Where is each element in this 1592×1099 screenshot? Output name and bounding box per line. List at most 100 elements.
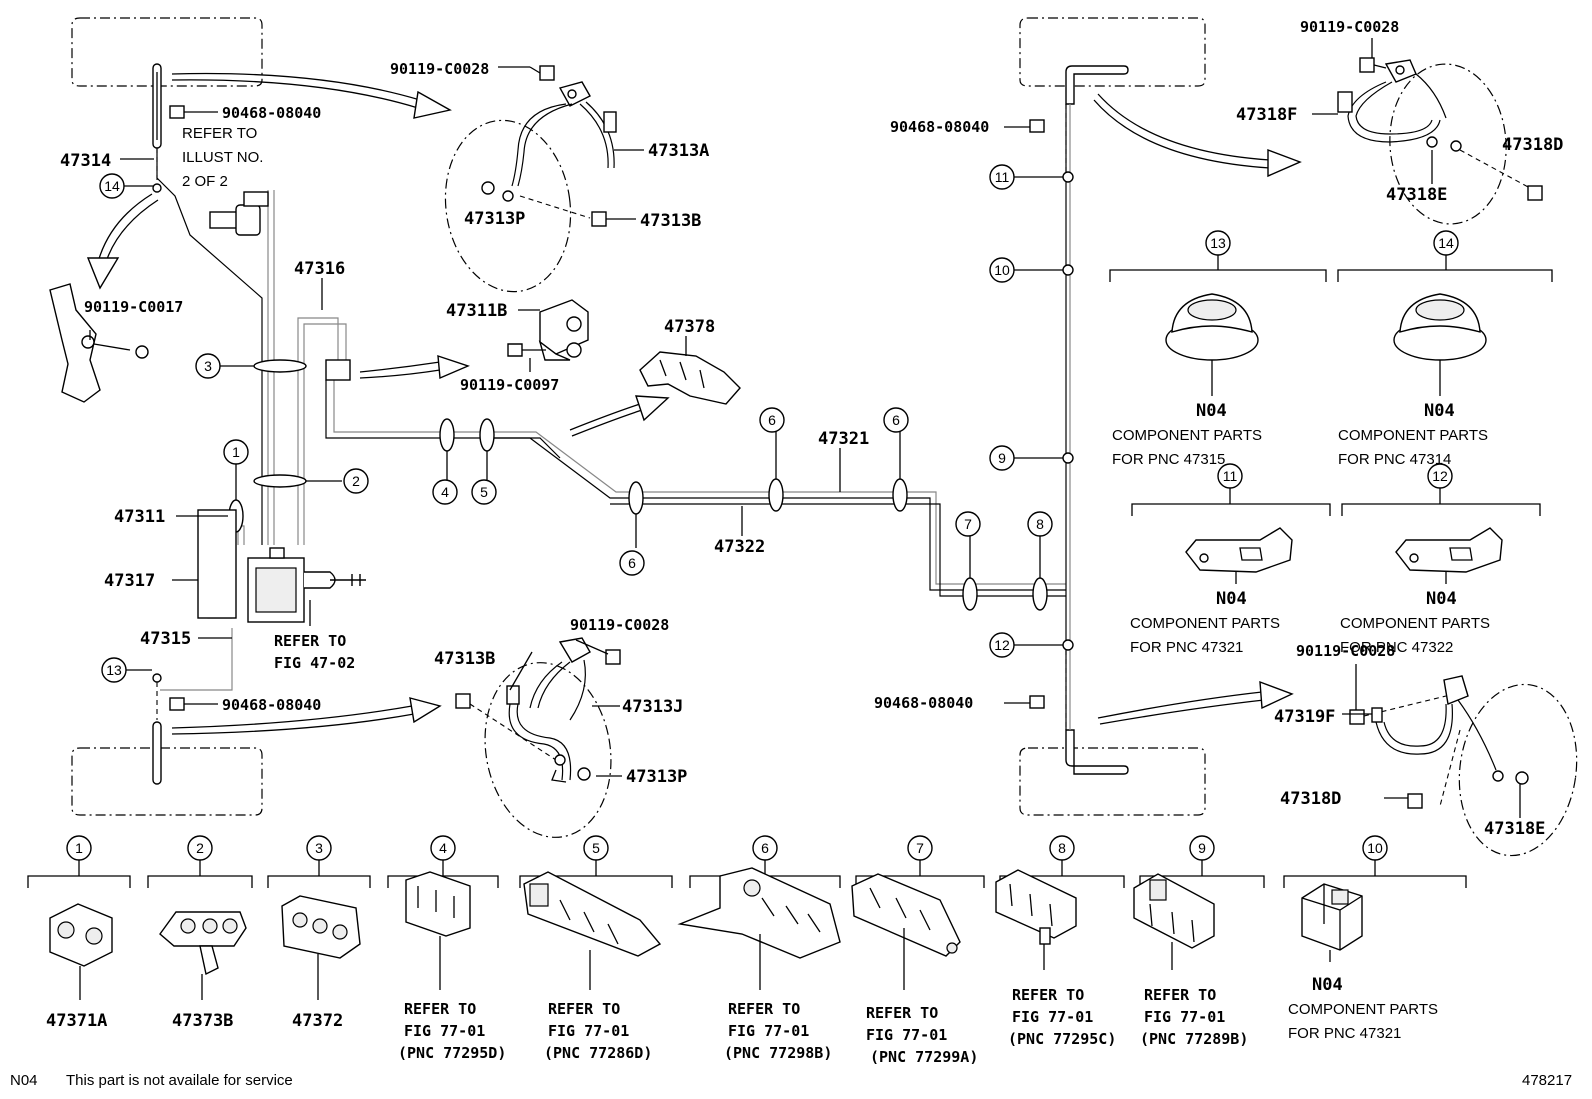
clamp-5 — [523, 871, 662, 990]
svg-text:13: 13 — [106, 662, 122, 678]
callout-5: 5 — [471, 479, 497, 505]
callout-9: 9 — [989, 445, 1015, 471]
svg-text:FIG 77-01: FIG 77-01 — [548, 1022, 629, 1040]
callout-10: 10 — [989, 257, 1015, 283]
label-47313b-bottom: 47313B — [434, 649, 495, 669]
label-90119-c0097: 90119-C0097 — [460, 376, 559, 394]
wheel-box-rear-right — [1019, 747, 1206, 816]
note-fig-47-02: FIG 47-02 — [274, 654, 355, 672]
svg-text:FIG 77-01: FIG 77-01 — [404, 1022, 485, 1040]
callout-11: 11 — [989, 164, 1015, 190]
part-labels: 90468-08040 REFER TO ILLUST NO. 2 OF 2 4… — [60, 18, 1563, 839]
note-refer-to-fig: REFER TO — [274, 632, 346, 650]
svg-text:REFER TO: REFER TO — [728, 1000, 800, 1018]
svg-text:6: 6 — [768, 412, 776, 428]
hose-stub-rear-right — [1065, 729, 1129, 775]
clamp-47371a — [49, 903, 113, 1000]
clamp-4 — [405, 871, 471, 990]
svg-text:2: 2 — [196, 840, 204, 856]
grommet-14 — [1393, 293, 1487, 396]
callout-6a: 6 — [619, 550, 645, 576]
hose-stub-front-left — [152, 63, 162, 149]
label-90119-c0017: 90119-C0017 — [84, 298, 183, 316]
svg-text:14: 14 — [104, 178, 120, 194]
svg-text:COMPONENT PARTS: COMPONENT PARTS — [1338, 427, 1488, 444]
svg-text:13: 13 — [1210, 235, 1226, 251]
label-90119-c0028-rr: 90119-C0028 — [1296, 642, 1395, 660]
callout-11-detail: 11 — [1217, 463, 1243, 489]
label-47321: 47321 — [818, 429, 869, 449]
svg-text:FOR PNC 47322: FOR PNC 47322 — [1340, 639, 1453, 656]
label-47317: 47317 — [104, 571, 155, 591]
label-47319f: 47319F — [1274, 707, 1335, 727]
footer-n04-code: N04 — [10, 1072, 38, 1089]
callout-3-bottom: 3 — [306, 835, 332, 861]
svg-text:1: 1 — [232, 444, 240, 460]
label-47318d-bottom: 47318D — [1280, 789, 1341, 809]
label-47318e-bottom: 47318E — [1484, 819, 1545, 839]
svg-text:(PNC 77295C): (PNC 77295C) — [1008, 1030, 1116, 1048]
svg-text:(PNC 77298B): (PNC 77298B) — [724, 1044, 832, 1062]
svg-text:(PNC 77295D): (PNC 77295D) — [398, 1044, 506, 1062]
clip-47378 — [639, 351, 741, 405]
svg-text:5: 5 — [592, 840, 600, 856]
svg-text:4: 4 — [441, 484, 449, 500]
svg-text:FOR PNC 47315: FOR PNC 47315 — [1112, 451, 1225, 468]
svg-text:FOR PNC 47321: FOR PNC 47321 — [1288, 1025, 1401, 1042]
svg-text:(PNC 77286D): (PNC 77286D) — [544, 1044, 652, 1062]
pipe-clamp-ovals — [152, 171, 1074, 683]
svg-text:REFER TO: REFER TO — [404, 1000, 476, 1018]
svg-text:COMPONENT PARTS: COMPONENT PARTS — [1130, 615, 1280, 632]
callout-13-detail: 13 — [1205, 230, 1231, 256]
label-90119-c0028-fr: 90119-C0028 — [1300, 18, 1399, 36]
svg-text:COMPONENT PARTS: COMPONENT PARTS — [1112, 427, 1262, 444]
wheel-box-front-right — [1019, 17, 1206, 87]
svg-text:REFER TO: REFER TO — [548, 1000, 620, 1018]
callout-7-bottom: 7 — [907, 835, 933, 861]
label-47313p-bottom: 47313P — [626, 767, 687, 787]
svg-text:10: 10 — [1367, 840, 1383, 856]
leader-lines — [89, 38, 1521, 818]
n04-grommet-14: N04 — [1424, 401, 1455, 421]
callout-8-bottom: 8 — [1049, 835, 1075, 861]
clamp-8 — [995, 869, 1077, 970]
label-47311b: 47311B — [446, 301, 507, 321]
callout-2: 2 — [343, 468, 369, 494]
bottom-row-labels: 47371A 47373B 47372 REFER TO FIG 77-01 (… — [46, 975, 1438, 1066]
callout-6c: 6 — [883, 407, 909, 433]
svg-text:FIG 77-01: FIG 77-01 — [1144, 1008, 1225, 1026]
svg-text:REFER TO: REFER TO — [866, 1004, 938, 1022]
svg-text:11: 11 — [1223, 468, 1238, 484]
label-90119-c0028-fl: 90119-C0028 — [390, 60, 489, 78]
note-2-of-2: 2 OF 2 — [182, 173, 228, 190]
svg-text:47372: 47372 — [292, 1011, 343, 1031]
hose-detail-rear-left — [455, 637, 621, 838]
hose-clips — [156, 104, 1067, 728]
label-90468-08040-fr: 90468-08040 — [890, 118, 989, 136]
note-illust-no: ILLUST NO. — [182, 149, 263, 166]
callout-12: 12 — [989, 632, 1015, 658]
callout-3: 3 — [195, 353, 221, 379]
callout-1: 1 — [223, 439, 249, 465]
clamp-7 — [851, 873, 961, 990]
bracket-clip-11 — [1185, 527, 1293, 584]
grommet-13 — [1165, 293, 1259, 396]
label-47316: 47316 — [294, 259, 345, 279]
label-47314: 47314 — [60, 151, 111, 171]
clamp-47372 — [281, 895, 361, 1000]
svg-text:47371A: 47371A — [46, 1011, 107, 1031]
bracket-left — [49, 283, 149, 403]
hose-detail-front-left — [444, 65, 617, 293]
svg-text:3: 3 — [204, 358, 212, 374]
callout-6b: 6 — [759, 407, 785, 433]
callout-14: 14 — [99, 173, 125, 199]
proportioning-valve-47317 — [197, 509, 366, 623]
label-47313a: 47313A — [648, 141, 709, 161]
clamp-47373b — [159, 911, 247, 1000]
footer-diagram-id: 478217 — [1522, 1072, 1573, 1089]
callout-12-detail: 12 — [1427, 463, 1453, 489]
flow-arrows — [86, 72, 1302, 735]
svg-text:FOR PNC 47314: FOR PNC 47314 — [1338, 451, 1451, 468]
svg-text:2: 2 — [352, 473, 360, 489]
